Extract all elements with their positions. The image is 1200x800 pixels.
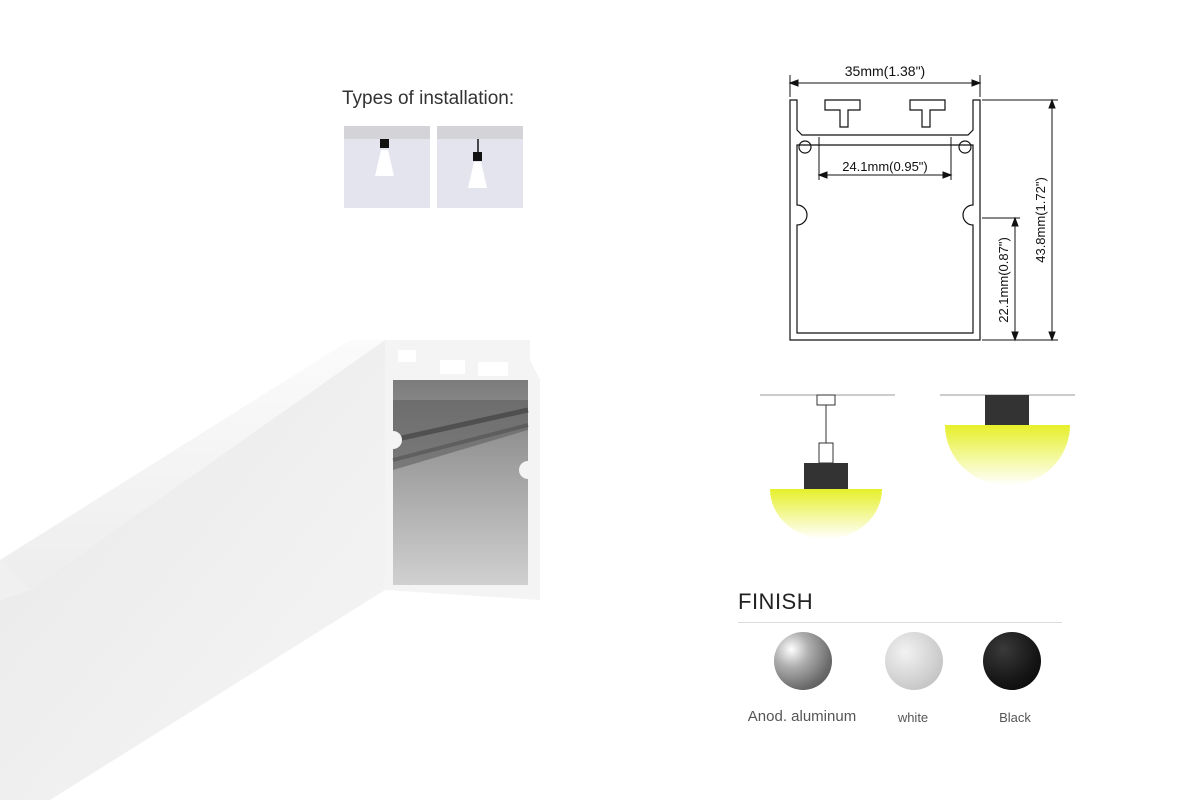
suspended-installation-icon [437,126,523,208]
finish-label-white: white [897,710,929,725]
height-dimension-label: 43.8mm(1.72") [1033,177,1048,263]
profile-render [0,340,540,800]
recessed-installation-icon [344,126,430,208]
lower-height-dimension-label: 22.1mm(0.87") [996,237,1011,323]
recessed-mount-illustration [940,394,1075,486]
finish-divider [738,622,1062,623]
finish-swatch-anodized-aluminum[interactable] [774,632,832,690]
inner-width-dimension-label: 24.1mm(0.95") [842,159,928,174]
finish-label-anodized-aluminum: Anod. aluminum [747,708,857,725]
installation-title: Types of installation: [342,88,515,109]
finish-swatch-black[interactable] [983,632,1041,690]
suspended-mount-illustration [760,394,895,539]
width-dimension-label: 35mm(1.38") [845,63,925,79]
finish-label-black: Black [999,710,1031,725]
finish-title: FINISH [738,589,814,614]
cross-section-drawing: 35mm(1.38") 24.1mm(0.95") 43.8mm(1.72") … [788,63,1058,342]
finish-swatch-white[interactable] [885,632,943,690]
